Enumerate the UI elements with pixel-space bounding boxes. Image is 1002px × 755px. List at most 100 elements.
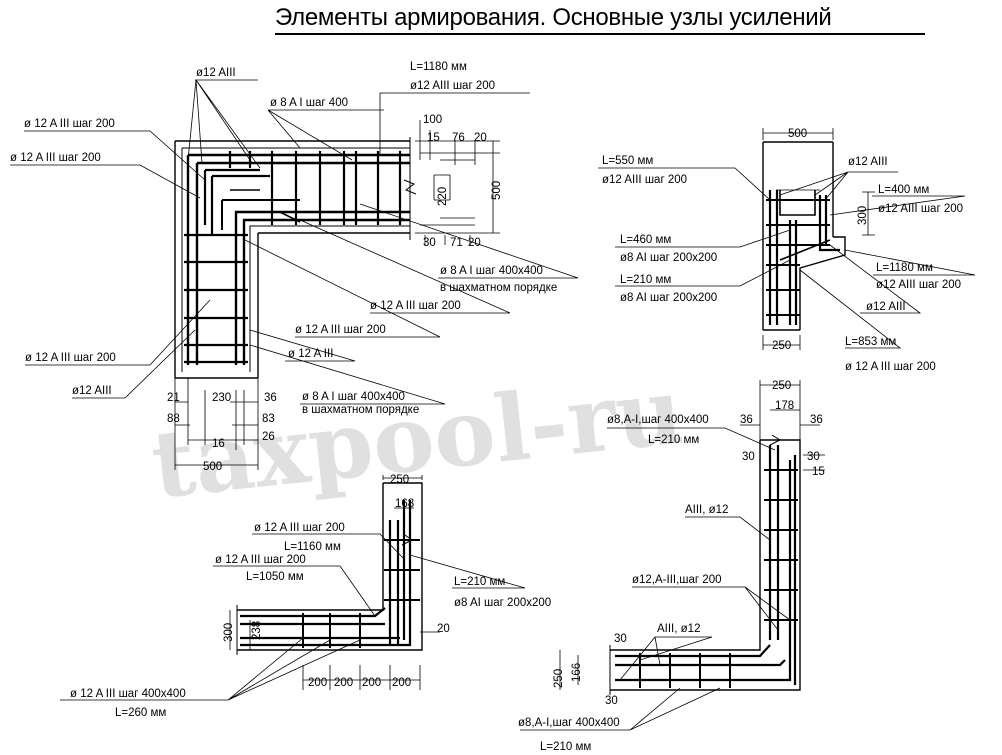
node-1-dim: 220 [437, 187, 449, 206]
node-1-dim: 83 [262, 413, 275, 425]
node-1-dim: 30 [423, 237, 436, 249]
node-1-dim: 230 [212, 392, 231, 404]
node-3-leaders [60, 533, 526, 701]
node-4-dim: 15 [812, 466, 825, 478]
node-1-label: ø 12 A III шаг 200 [370, 300, 461, 312]
node-4-dim: 30 [742, 451, 755, 463]
node-4-label: AIII, ø12 [657, 623, 700, 635]
watermark: taxpool-ru [147, 356, 688, 519]
watermark-text: taxpool-ru [147, 356, 688, 519]
node-4-label: AIII, ø12 [685, 504, 728, 516]
node-4-dim: 36 [810, 414, 823, 426]
node-1-label: ø12 AIII [72, 385, 112, 397]
node-3-dim: 250 [390, 474, 409, 486]
node-3-label: L=1050 мм [246, 571, 304, 583]
node-2-label: L=853 мм [845, 336, 896, 348]
node-2-leaders [598, 167, 976, 349]
node-2-label: ø12 AIII [848, 156, 888, 168]
node-2-label: ø12 AIII [866, 301, 906, 313]
node-1-label: ø 12 A III [288, 348, 333, 360]
node-3-dim: 200 [308, 677, 327, 689]
node-1-label: в шахматном порядке [302, 404, 419, 416]
node-1-dim: 500 [491, 181, 503, 200]
node-2-label: ø12 AIII шаг 200 [602, 174, 687, 186]
node-3-dim: 168 [395, 498, 414, 510]
node-4-label: ø8,A-I,шаг 400x400 [518, 717, 620, 729]
node-2-label: ø 12 A III шаг 200 [845, 361, 936, 373]
node-3-dim: 300 [223, 623, 235, 642]
node-4-label: L=210 мм [540, 741, 591, 753]
node-1-stirrups-horizontal [228, 151, 402, 225]
node-2-label: ø8 AI шаг 200x200 [620, 292, 717, 304]
node-1-dim: 26 [262, 431, 275, 443]
node-4-label: L=210 мм [648, 434, 699, 446]
node-4-wall-corner: ø8,A-I,шаг 400x400 L=210 мм AIII, ø12 ø1… [518, 380, 825, 753]
node-2-label: L=210 мм [620, 274, 671, 286]
node-1-dim: 21 [167, 392, 180, 404]
node-1-label: L=1180 мм [410, 61, 467, 73]
node-3-label: L=260 мм [115, 707, 166, 719]
node-2-label: L=550 мм [602, 155, 653, 167]
node-3-slab-wall-corner: ø 12 A III шаг 200 L=1160 мм ø 12 A III … [60, 474, 551, 719]
node-4-leaders [520, 427, 791, 731]
node-2-wall-slab-junction: L=550 мм ø12 AIII шаг 200 ø12 AIII L=400… [598, 128, 976, 373]
node-1-label: ø 12 A III шаг 200 [295, 324, 386, 336]
node-3-dim: 200 [362, 677, 381, 689]
node-1-label: в шахматном порядке [440, 282, 557, 294]
node-4-stirrups [639, 469, 798, 688]
node-1-dim: 71 [450, 237, 463, 249]
node-1-label: ø 12 A III шаг 200 [10, 152, 101, 164]
node-4-dim: 36 [740, 414, 753, 426]
node-4-dim: 250 [553, 669, 565, 688]
node-3-label: ø 12 A III шаг 400x400 [70, 688, 186, 700]
node-2-label: ø12 AIII шаг 200 [876, 279, 961, 291]
node-2-dim: 500 [788, 128, 807, 140]
node-1-label: ø 8 A I шаг 400x400 [440, 265, 543, 277]
node-1-corner-wall: ø12 AIII ø 8 A I шаг 400 ø 12 A III шаг … [10, 61, 579, 473]
node-2-dim: 300 [857, 206, 869, 225]
node-4-label: ø12,A-III,шаг 200 [632, 574, 722, 586]
node-3-dim: 20 [437, 623, 450, 635]
node-1-dim: 76 [452, 132, 465, 144]
node-1-label: ø12 AIII [196, 67, 236, 79]
node-1-dim: 36 [264, 392, 277, 404]
page-title: Элементы армирования. Основные узлы усил… [275, 4, 925, 35]
node-4-dim: 250 [772, 380, 791, 392]
node-2-dim: 250 [772, 340, 791, 352]
node-3-label: L=210 мм [454, 576, 505, 588]
node-3-dim: 200 [334, 677, 353, 689]
node-2-label: L=1180 мм [876, 262, 933, 274]
node-2-label: L=400 мм [878, 184, 929, 196]
node-3-label: ø 12 A III шаг 200 [215, 554, 306, 566]
node-3-label: ø 12 A III шаг 200 [254, 522, 345, 534]
node-4-dim: 30 [807, 451, 820, 463]
node-1-dim: 20 [468, 237, 481, 249]
node-4-dim: 30 [614, 633, 627, 645]
node-4-label: ø8,A-I,шаг 400x400 [607, 414, 709, 426]
node-1-label: ø 8 A I шаг 400 [270, 97, 348, 109]
node-3-stirrups [302, 539, 420, 648]
node-1-label: ø 12 A III шаг 200 [25, 352, 116, 364]
node-1-dim: 500 [203, 461, 222, 473]
node-3-label: ø8 AI шаг 200x200 [454, 597, 551, 609]
node-4-dim: 166 [571, 663, 583, 682]
node-2-label: ø12 AIII шаг 200 [878, 203, 963, 215]
node-1-label: ø 8 A I шаг 400x400 [302, 391, 405, 403]
node-1-dim: 16 [212, 438, 225, 450]
node-1-dim: 20 [474, 132, 487, 144]
node-2-label: ø8 AI шаг 200x200 [620, 252, 717, 264]
node-1-label: ø 12 A III шаг 200 [24, 118, 115, 130]
node-4-dim: 30 [605, 695, 618, 707]
node-1-label: ø12 AIII шаг 200 [410, 80, 495, 92]
node-1-dim: 100 [423, 114, 442, 126]
node-4-dim: 178 [775, 400, 794, 412]
node-3-label: L=1160 мм [284, 541, 341, 553]
node-3-dim: 200 [392, 677, 411, 689]
node-1-dim: 88 [167, 413, 180, 425]
node-1-dim: 15 [427, 132, 440, 144]
node-1-leaders [10, 79, 579, 405]
node-3-dim: 238 [251, 621, 263, 640]
node-1-stirrups-vertical [184, 233, 248, 364]
node-2-label: L=460 мм [620, 234, 671, 246]
